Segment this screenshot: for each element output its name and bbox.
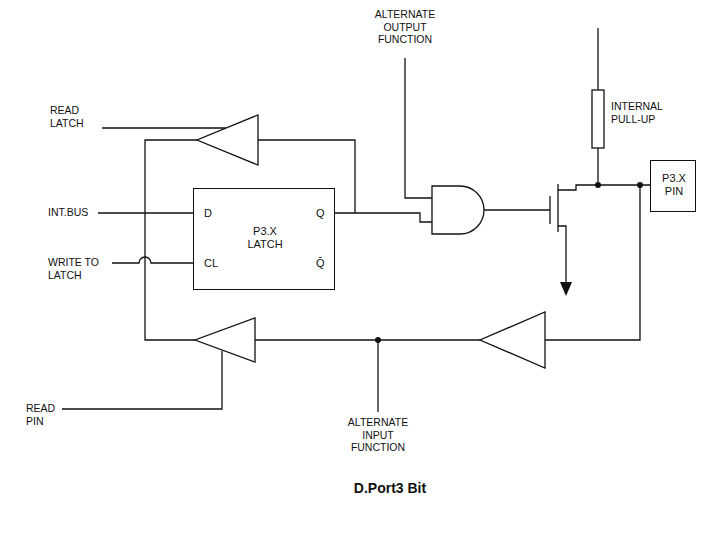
bus-wire bbox=[145, 140, 197, 340]
figure-caption: D.Port3 Bit bbox=[354, 480, 426, 496]
signal-label: INT.BUS bbox=[48, 206, 88, 219]
junction-dot bbox=[637, 182, 643, 188]
alt-output-wire bbox=[405, 58, 432, 198]
gate-wire bbox=[484, 209, 550, 210]
junction-dot bbox=[595, 182, 601, 188]
output-label: Q̄ bbox=[316, 257, 325, 270]
junction-dot bbox=[375, 337, 381, 343]
output-label: Q bbox=[316, 207, 325, 220]
pullup-wire bbox=[597, 148, 598, 185]
pin-return-wire bbox=[545, 185, 640, 340]
latch-name: P3.X LATCH bbox=[240, 225, 290, 250]
input-wire bbox=[255, 339, 480, 340]
q-wire bbox=[335, 213, 432, 222]
pin-label: P3.X PIN bbox=[657, 172, 691, 197]
control-wire bbox=[102, 127, 226, 128]
transistor-channel bbox=[557, 184, 558, 232]
clock-label: CL bbox=[204, 257, 218, 270]
buffer-symbol bbox=[195, 318, 255, 362]
signal-label: ALTERNATE OUTPUT FUNCTION bbox=[363, 8, 447, 46]
resistor-symbol bbox=[592, 90, 604, 148]
control-wire bbox=[62, 351, 222, 409]
signal-label: INTERNAL PULL-UP bbox=[611, 100, 675, 125]
signal-label: ALTERNATE INPUT FUNCTION bbox=[336, 416, 420, 454]
buffer-symbol bbox=[480, 312, 545, 368]
write-wire bbox=[112, 257, 193, 263]
source-wire bbox=[558, 226, 566, 282]
input-label: D bbox=[204, 207, 212, 220]
alt-input-wire bbox=[377, 340, 378, 412]
drain-wire bbox=[558, 185, 650, 190]
supply-wire bbox=[597, 28, 598, 90]
buffer-symbol bbox=[197, 115, 258, 165]
latch-box: D P3.X LATCH Q CL Q̄ bbox=[193, 188, 335, 290]
ground-arrow bbox=[560, 282, 572, 296]
signal-label: READ PIN bbox=[26, 402, 60, 427]
transistor-gate bbox=[549, 196, 550, 224]
signal-label: READ LATCH bbox=[50, 104, 98, 129]
signal-label: WRITE TO LATCH bbox=[48, 256, 110, 281]
int-bus-wire bbox=[98, 212, 193, 213]
pin-box: P3.X PIN bbox=[650, 160, 696, 212]
and-gate-symbol bbox=[432, 186, 484, 234]
